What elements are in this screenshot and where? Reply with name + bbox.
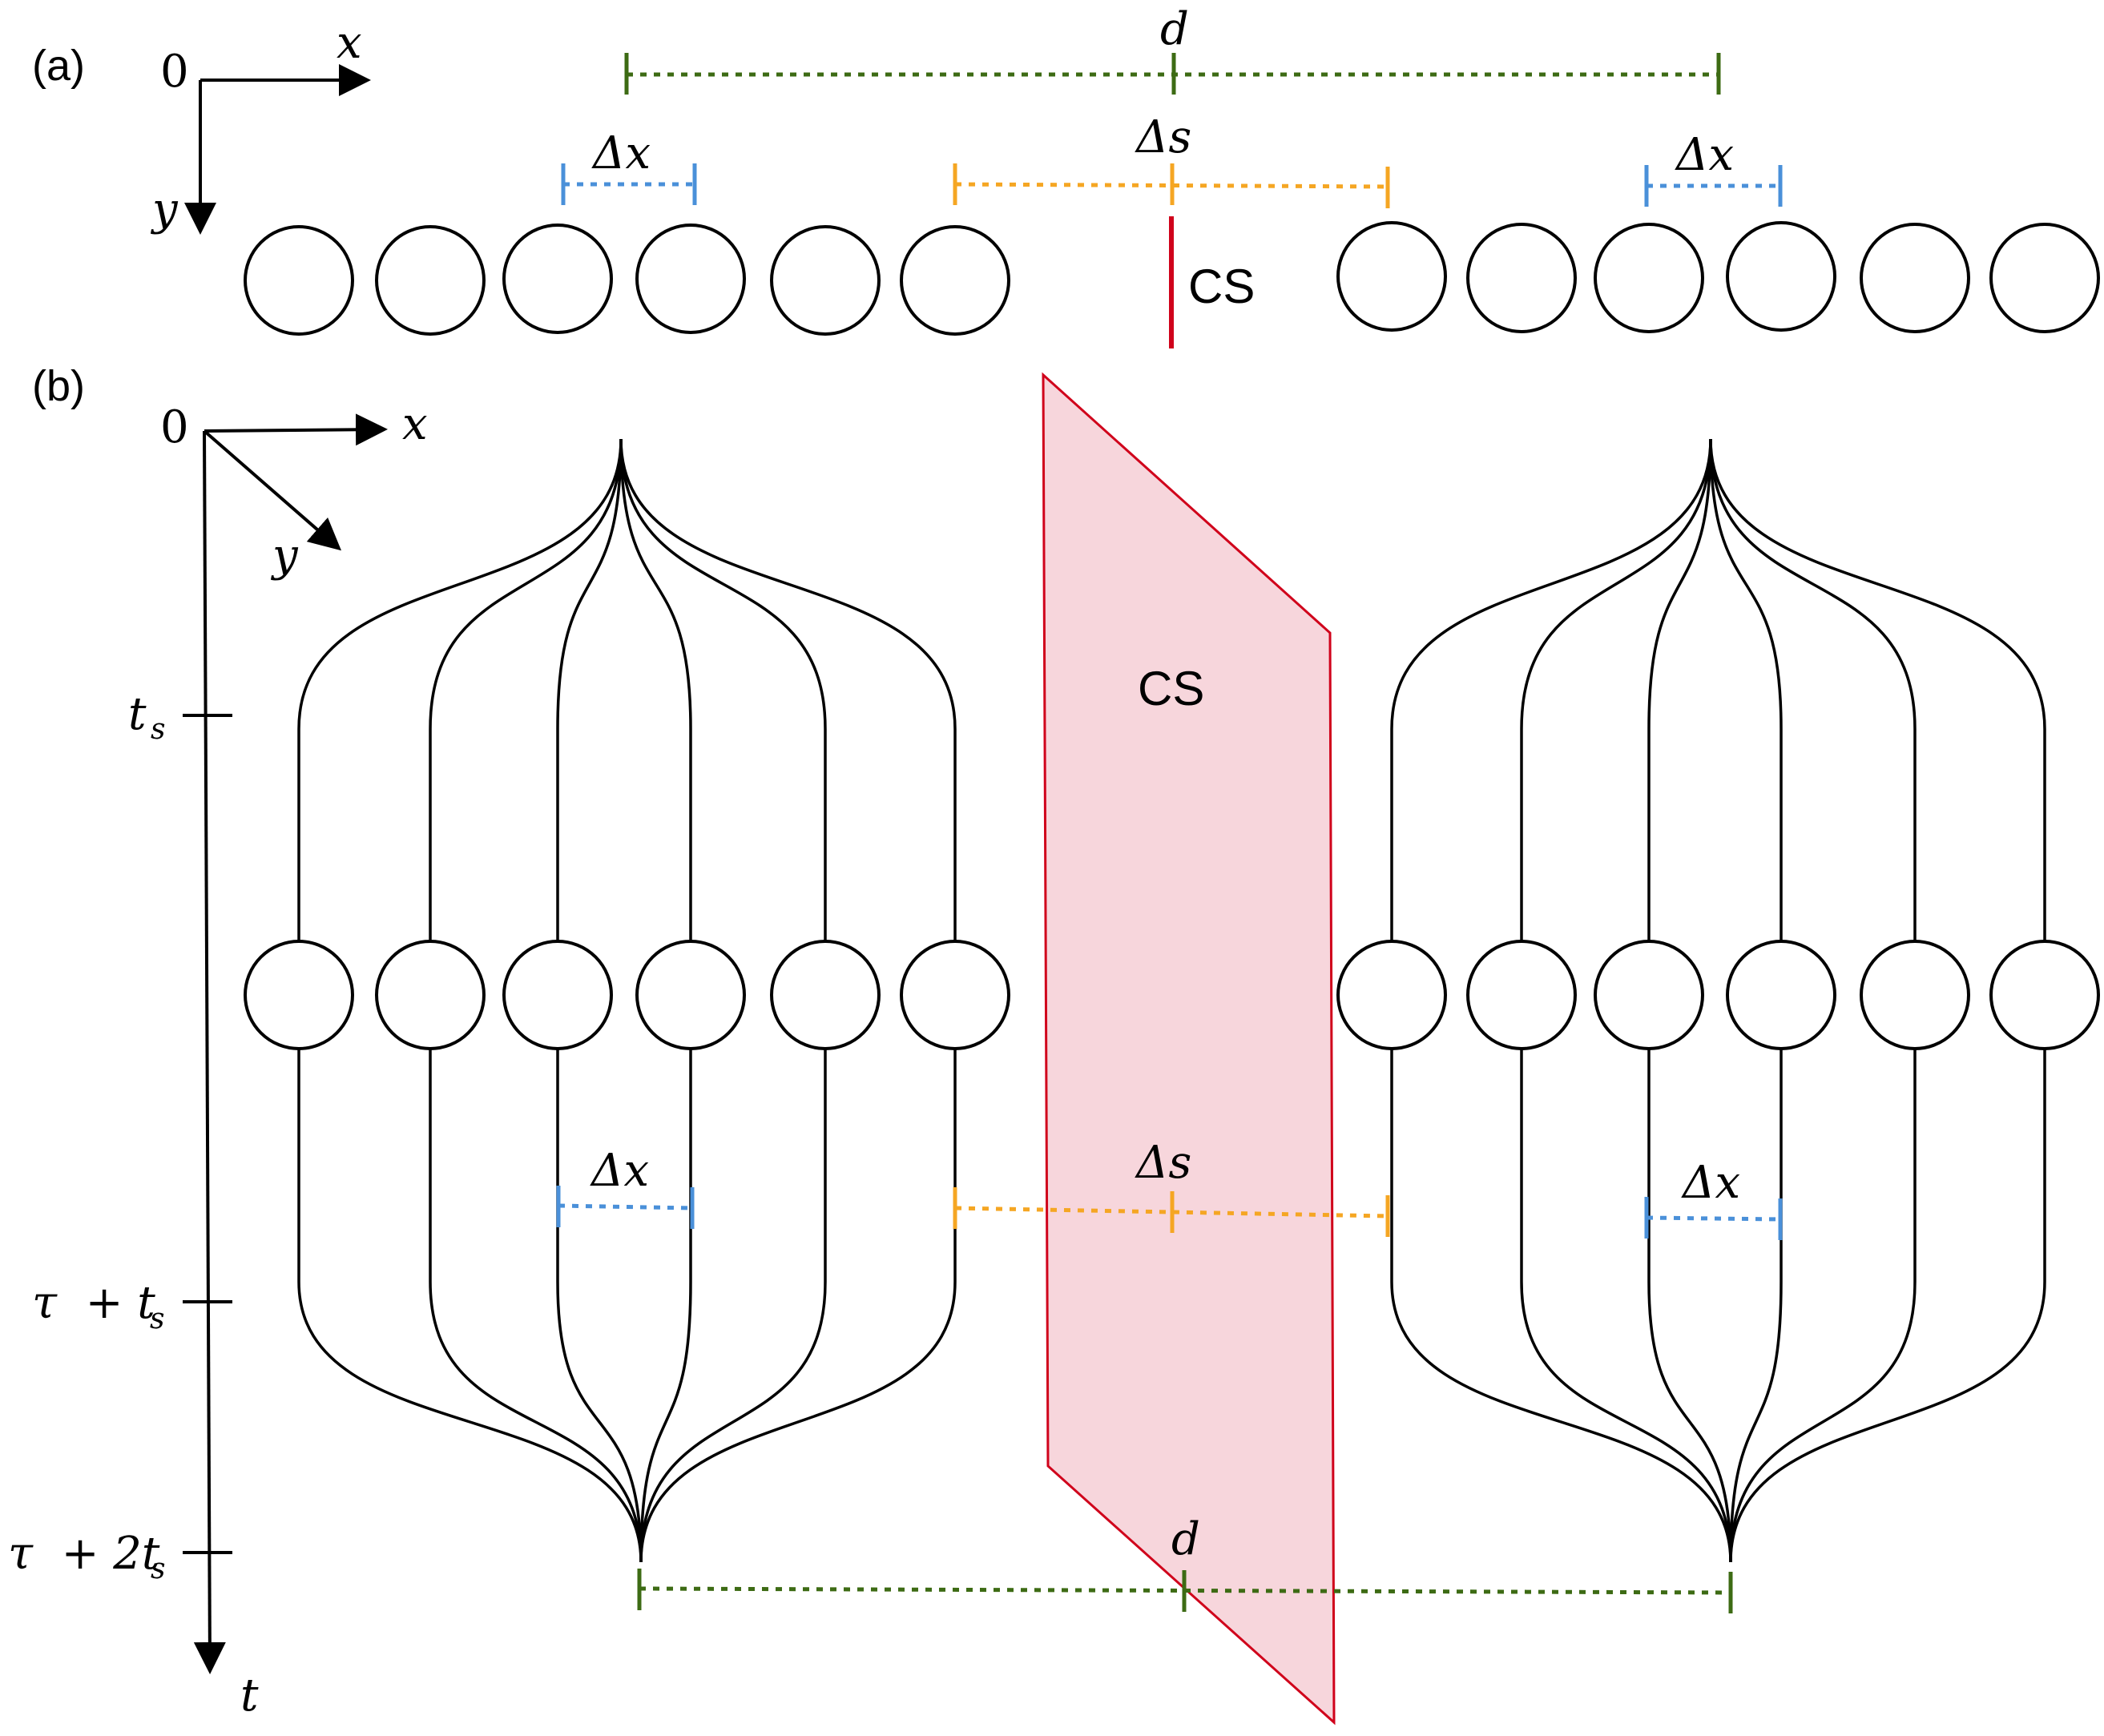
panel-b-d-measure: [637, 1569, 1733, 1613]
trajectory-lower: [1520, 1049, 1732, 1563]
panel-b-circle: [375, 940, 486, 1050]
panel-b-label: (b): [32, 362, 85, 410]
trajectory-lower: [297, 1049, 643, 1563]
panel-b-delta-s: [953, 1187, 1390, 1237]
panel-a-circle: [1594, 223, 1704, 333]
svg-text:s: s: [151, 713, 165, 746]
panel-a-delta-x-right-label: Δx: [1675, 129, 1734, 181]
panel-b-circle: [1989, 940, 2100, 1050]
panel-a-delta-x-left: [561, 163, 697, 205]
trajectory-upper: [1709, 438, 1783, 941]
panel-b-circle: [900, 940, 1010, 1050]
panel-b-circle: [1466, 940, 1577, 1050]
panel-b-circle: [1860, 940, 1970, 1050]
panel-b-delta-x-right: [1644, 1197, 1783, 1240]
panel-b-t-axis: [193, 430, 226, 1674]
trajectory-upper: [1520, 438, 1712, 941]
panel-a-circle: [1336, 221, 1447, 332]
trajectory-lower: [1729, 1049, 1783, 1563]
panel-b-y-label: y: [270, 530, 299, 582]
trajectory-lower: [1729, 1049, 2046, 1563]
panel-a-circle: [1726, 221, 1836, 332]
panel-a-y-label: y: [150, 183, 179, 236]
trajectory-lower: [639, 1049, 692, 1563]
panel-a-cs-label: CS: [1188, 260, 1255, 313]
svg-text:τ + t: τ + t: [32, 1277, 155, 1329]
panel-a-circle: [502, 224, 613, 334]
panel-a-circle: [1860, 223, 1970, 333]
panel-b-d-label: d: [1171, 1513, 1200, 1565]
trajectory-lower: [1729, 1049, 1917, 1563]
panel-b-delta-x-left: [556, 1186, 695, 1229]
trajectory-upper: [1709, 438, 2046, 941]
trajectory-upper: [556, 438, 623, 941]
panel-a-delta-x-right: [1644, 165, 1783, 207]
trajectory-upper: [619, 438, 692, 941]
panel-b: (b) 0 x y t t s τ + t s τ + 2t s CS: [8, 362, 2100, 1726]
trajectory-upper: [1647, 438, 1712, 941]
panel-a-label: (a): [32, 42, 85, 90]
panel-b-x-label: x: [402, 398, 428, 450]
trajectory-lower: [1390, 1049, 1732, 1563]
tick-ts-label: t s: [128, 688, 165, 746]
cs-plane: [1042, 372, 1336, 1726]
panel-a-circle: [635, 224, 746, 334]
tick-tau-ts-label: τ + t s: [32, 1277, 164, 1335]
svg-text:s: s: [151, 1553, 165, 1585]
panel-b-circle: [635, 940, 746, 1050]
panel-b-y-axis: [203, 429, 342, 551]
panel-a: (a) 0 x y d Δx Δx: [32, 3, 2100, 348]
trajectory-upper: [619, 438, 957, 941]
trajectory-upper: [1390, 438, 1712, 941]
panel-b-delta-s-label: Δs: [1135, 1137, 1191, 1189]
trajectory-lower: [1647, 1049, 1732, 1563]
panel-b-circle: [770, 940, 881, 1050]
trajectory-upper: [297, 438, 623, 941]
panel-a-origin: 0: [160, 46, 189, 98]
panel-a-delta-x-left-label: Δx: [591, 127, 651, 179]
panel-a-d-measure: [624, 53, 1721, 95]
panel-b-x-axis: [204, 413, 388, 446]
trajectory-upper: [619, 438, 827, 941]
trajectory-lower: [429, 1049, 643, 1563]
panel-b-circle: [502, 940, 613, 1050]
panel-a-x-label: x: [337, 17, 362, 69]
panel-a-circles: [244, 221, 2100, 336]
panel-a-circle: [1989, 223, 2100, 333]
panel-b-delta-x-right-label: Δx: [1681, 1157, 1740, 1209]
panel-b-circles: [244, 940, 2100, 1050]
trajectory-lower: [639, 1049, 957, 1563]
panel-a-delta-s-label: Δs: [1135, 111, 1191, 163]
panel-b-circle: [1594, 940, 1704, 1050]
panel-a-circle: [900, 225, 1010, 336]
panel-b-delta-x-left-label: Δx: [590, 1145, 649, 1197]
panel-b-origin: 0: [160, 401, 189, 453]
panel-a-circle: [244, 225, 354, 336]
trajectory-upper: [1709, 438, 1917, 941]
svg-text:t: t: [128, 688, 147, 740]
panel-b-circle: [244, 940, 354, 1050]
trajectories: [297, 438, 2046, 1563]
panel-a-circle: [375, 225, 486, 336]
panel-a-circle: [770, 225, 881, 336]
panel-a-delta-s: [953, 163, 1390, 208]
svg-text:s: s: [150, 1303, 164, 1335]
panel-b-t-label: t: [240, 1670, 259, 1722]
trajectory-lower: [556, 1049, 643, 1563]
panel-a-d-label: d: [1160, 3, 1189, 55]
panel-b-circle: [1726, 940, 1836, 1050]
panel-a-circle: [1466, 223, 1577, 333]
svg-text:τ + 2t: τ + 2t: [8, 1528, 160, 1580]
trajectory-upper: [429, 438, 623, 941]
tick-tau-2ts-label: τ + 2t s: [8, 1528, 165, 1585]
panel-b-cs-label: CS: [1138, 662, 1204, 715]
trajectory-lower: [639, 1049, 827, 1563]
panel-b-circle: [1336, 940, 1447, 1050]
